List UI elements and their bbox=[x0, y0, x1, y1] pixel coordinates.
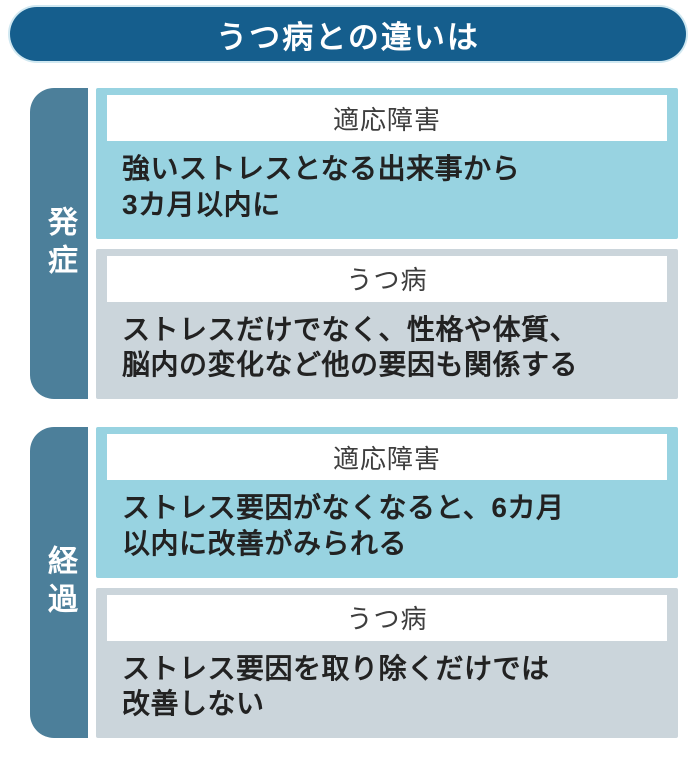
card-body-adjustment-onset: 強いストレスとなる出来事から 3カ月以内に bbox=[122, 153, 521, 220]
card-adjustment-course: 適応障害 ストレス要因がなくなると、6カ月 以内に改善がみられる bbox=[96, 427, 678, 578]
page-title: うつ病との違いは bbox=[216, 19, 480, 55]
title-banner: うつ病との違いは bbox=[10, 7, 686, 61]
card-header-adjustment-course: 適応障害 bbox=[107, 434, 667, 480]
card-adjustment-onset: 適応障害 強いストレスとなる出来事から 3カ月以内に bbox=[96, 88, 678, 239]
card-body-depression-course: ストレス要因を取り除くだけでは 改善しない bbox=[122, 652, 550, 720]
section-label-onset: 発症 bbox=[43, 205, 76, 282]
card-header-adjustment-onset: 適応障害 bbox=[107, 95, 667, 141]
card-depression-course: うつ病 ストレス要因を取り除くだけでは 改善しない bbox=[96, 587, 678, 739]
section-course: 経過 適応障害 ストレス要因がなくなると、6カ月 以内に改善がみられる うつ病 … bbox=[30, 427, 678, 739]
cards-course: 適応障害 ストレス要因がなくなると、6カ月 以内に改善がみられる うつ病 ストレ… bbox=[96, 427, 678, 739]
card-body-depression-onset: ストレスだけでなく、性格や体質、 脳内の変化など他の要因も関係する bbox=[122, 313, 579, 381]
card-header-depression-course: うつ病 bbox=[107, 594, 667, 641]
cards-onset: 適応障害 強いストレスとなる出来事から 3カ月以内に うつ病 ストレスだけでなく… bbox=[96, 88, 678, 400]
card-header-depression-onset: うつ病 bbox=[107, 255, 667, 302]
card-body-adjustment-course: ストレス要因がなくなると、6カ月 以内に改善がみられる bbox=[122, 492, 565, 559]
section-label-bar-course: 経過 bbox=[30, 427, 88, 739]
card-depression-onset: うつ病 ストレスだけでなく、性格や体質、 脳内の変化など他の要因も関係する bbox=[96, 248, 678, 400]
section-label-bar-onset: 発症 bbox=[30, 88, 88, 400]
section-onset: 発症 適応障害 強いストレスとなる出来事から 3カ月以内に うつ病 ストレスだけ… bbox=[30, 88, 678, 400]
section-label-course: 経過 bbox=[43, 544, 76, 621]
